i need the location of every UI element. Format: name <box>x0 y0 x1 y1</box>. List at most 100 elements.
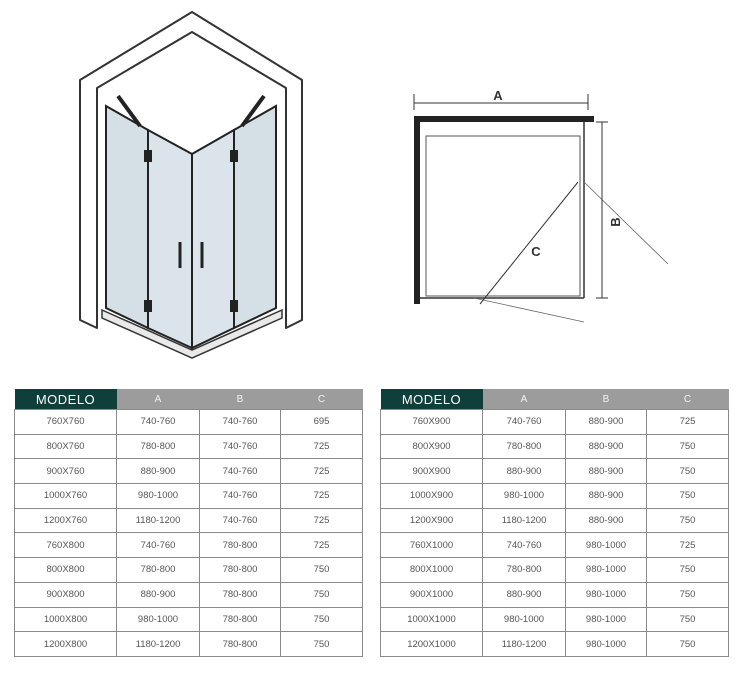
dimension-diagram: A B C <box>413 88 669 323</box>
cell-b: 780-800 <box>199 532 281 559</box>
cell-modelo: 760X900 <box>380 409 483 435</box>
cell-modelo: 900X800 <box>14 581 117 608</box>
cell-modelo: 760X760 <box>14 409 117 435</box>
cell-c: 750 <box>646 581 729 608</box>
label-b: B <box>608 217 623 226</box>
left-stabiliser-bar <box>116 94 142 128</box>
label-c: C <box>531 244 541 259</box>
door-swing-side <box>583 181 669 265</box>
cell-c: 750 <box>646 606 729 633</box>
cell-b: 740-760 <box>199 507 281 534</box>
cell-modelo: 900X900 <box>380 458 483 485</box>
cell-c: 725 <box>646 532 729 559</box>
cell-c: 750 <box>646 483 729 509</box>
cell-a: 740-760 <box>482 532 566 559</box>
cell-a: 980-1000 <box>482 483 566 509</box>
cell-c: 750 <box>646 557 729 583</box>
cell-b: 880-900 <box>565 483 647 509</box>
side-wall <box>414 116 420 304</box>
cell-c: 750 <box>280 581 363 608</box>
cell-a: 780-800 <box>482 557 566 583</box>
label-a: A <box>493 88 503 103</box>
right-door-panel <box>191 128 235 350</box>
cell-a: 980-1000 <box>116 483 200 509</box>
cell-a: 1180-1200 <box>482 631 566 657</box>
right-stabiliser-bar <box>240 94 266 128</box>
cell-modelo: 800X900 <box>380 433 483 460</box>
cell-c: 695 <box>280 409 363 435</box>
table-header-row: MODELO A B C <box>380 389 729 410</box>
cell-b: 740-760 <box>199 433 281 460</box>
hinges <box>144 150 238 312</box>
cell-b: 880-900 <box>565 433 647 460</box>
dimension-b <box>596 121 608 299</box>
cell-c: 725 <box>646 409 729 435</box>
cell-c: 750 <box>646 631 729 657</box>
cell-a: 1180-1200 <box>116 631 200 657</box>
cell-a: 980-1000 <box>116 606 200 633</box>
cell-b: 980-1000 <box>565 581 647 608</box>
dimension-a <box>413 94 589 110</box>
cell-a: 740-760 <box>116 532 200 559</box>
cell-modelo: 1200X800 <box>14 631 117 657</box>
cell-modelo: 1000X1000 <box>380 606 483 633</box>
header-a: A <box>482 389 566 410</box>
header-modelo: MODELO <box>14 389 117 410</box>
tray-outline <box>425 135 581 297</box>
cell-a: 980-1000 <box>482 606 566 633</box>
back-wall <box>414 116 594 122</box>
cell-a: 880-900 <box>482 581 566 608</box>
cell-a: 780-800 <box>482 433 566 460</box>
cell-modelo: 1000X800 <box>14 606 117 633</box>
dimension-c <box>479 181 579 305</box>
cell-modelo: 900X1000 <box>380 581 483 608</box>
left-door-panel <box>147 128 193 350</box>
left-fixed-panel <box>105 104 149 330</box>
cell-b: 780-800 <box>199 581 281 608</box>
cell-a: 780-800 <box>116 557 200 583</box>
header-b: B <box>199 389 281 410</box>
cell-b: 980-1000 <box>565 631 647 657</box>
cell-modelo: 900X760 <box>14 458 117 485</box>
cell-c: 750 <box>280 557 363 583</box>
cell-modelo: 760X800 <box>14 532 117 559</box>
cell-c: 725 <box>280 458 363 485</box>
cell-c: 725 <box>280 532 363 559</box>
header-c: C <box>646 389 729 410</box>
cell-c: 725 <box>280 483 363 509</box>
cell-c: 750 <box>646 507 729 534</box>
table-header-row: MODELO A B C <box>14 389 363 410</box>
cell-modelo: 760X1000 <box>380 532 483 559</box>
cell-b: 880-900 <box>565 458 647 485</box>
cell-a: 780-800 <box>116 433 200 460</box>
cell-b: 740-760 <box>199 483 281 509</box>
cell-b: 740-760 <box>199 409 281 435</box>
cell-modelo: 1000X760 <box>14 483 117 509</box>
cell-a: 740-760 <box>116 409 200 435</box>
door-swing-front <box>473 297 585 323</box>
cell-c: 750 <box>646 458 729 485</box>
header-modelo: MODELO <box>380 389 483 410</box>
header-b: B <box>565 389 647 410</box>
cell-b: 740-760 <box>199 458 281 485</box>
cell-c: 750 <box>280 606 363 633</box>
cell-c: 750 <box>646 433 729 460</box>
